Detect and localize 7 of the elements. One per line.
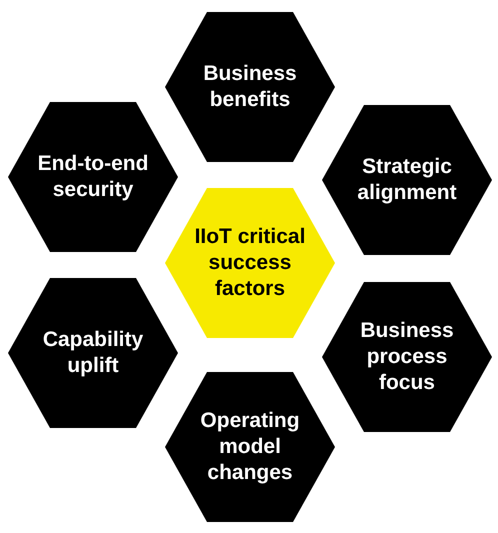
hexagon-label: Strategic alignment xyxy=(356,154,458,206)
hexagon-label: Business benefits xyxy=(202,60,298,113)
hexagon-label: End-to-end security xyxy=(36,150,150,203)
hexagon-label: Business process focus xyxy=(359,318,455,396)
hexagon-label: Capability uplift xyxy=(42,326,144,379)
hexagon-label: Operating model changes xyxy=(199,408,301,486)
hexagon-label: IIoT critical success factors xyxy=(194,224,306,302)
